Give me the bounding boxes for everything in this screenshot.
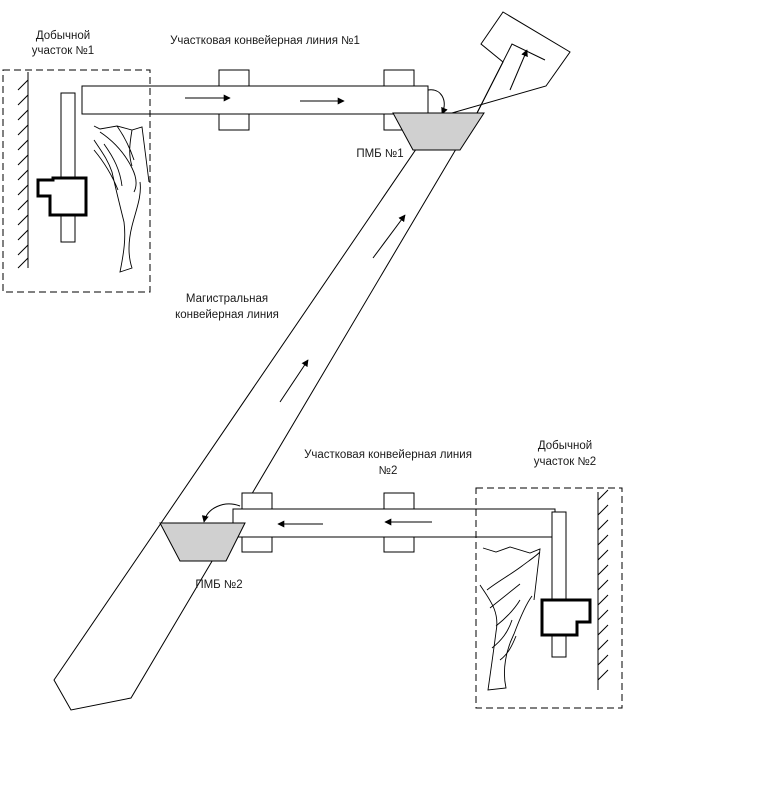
main-flow-arrow <box>509 49 528 91</box>
pmb1-bunker <box>392 112 485 151</box>
mining-site-2 <box>475 487 623 709</box>
site1-wall-hatching <box>17 79 29 269</box>
main-line-label: конвейерная линия <box>175 309 279 321</box>
main-line-label: Магистральная <box>186 293 268 305</box>
site2-wall-hatching <box>597 489 609 681</box>
section-conveyor-1 <box>81 69 429 131</box>
conveyor1-flow-arrows <box>185 94 345 105</box>
pmb2-bunker <box>159 522 246 562</box>
main-conveyor-belt <box>53 116 476 711</box>
main-conveyor-head-end <box>437 11 571 118</box>
main-conveyor-head-edge <box>474 43 546 118</box>
mining-site-1-boundary <box>2 69 151 293</box>
pmb1-label: ПМБ №1 <box>356 148 403 160</box>
labels: Добычной участок №1 Участковая конвейерн… <box>32 30 596 591</box>
main-flow-arrows <box>279 49 528 403</box>
conveyor2-flow-arrows <box>277 518 432 528</box>
site1-label: Добычной <box>36 30 90 42</box>
conveyor1-belt <box>81 85 429 115</box>
conveyor2-label: №2 <box>379 465 398 477</box>
main-flow-arrow <box>372 214 406 259</box>
main-flow-arrow <box>279 359 309 403</box>
mining-site-2-boundary <box>475 487 623 709</box>
site2-label: участок №2 <box>534 456 596 468</box>
conveyor2-label: Участковая конвейерная линия <box>304 449 472 461</box>
site2-label: Добычной <box>538 440 592 452</box>
site1-rock-face <box>93 125 150 273</box>
transfer-arrow-1 <box>427 89 448 115</box>
transfer-arrow-2 <box>201 503 241 523</box>
pmb2-label: ПМБ №2 <box>195 579 242 591</box>
site1-label: участок №1 <box>32 45 94 57</box>
mining-site-1 <box>2 69 151 293</box>
site1-combine <box>36 176 88 217</box>
conveyor2-belt <box>232 508 556 538</box>
conveyor1-label: Участковая конвейерная линия №1 <box>170 35 360 47</box>
site2-rock-face <box>479 546 541 691</box>
site1-conveyor-rail <box>60 92 76 243</box>
site2-combine <box>540 598 592 637</box>
